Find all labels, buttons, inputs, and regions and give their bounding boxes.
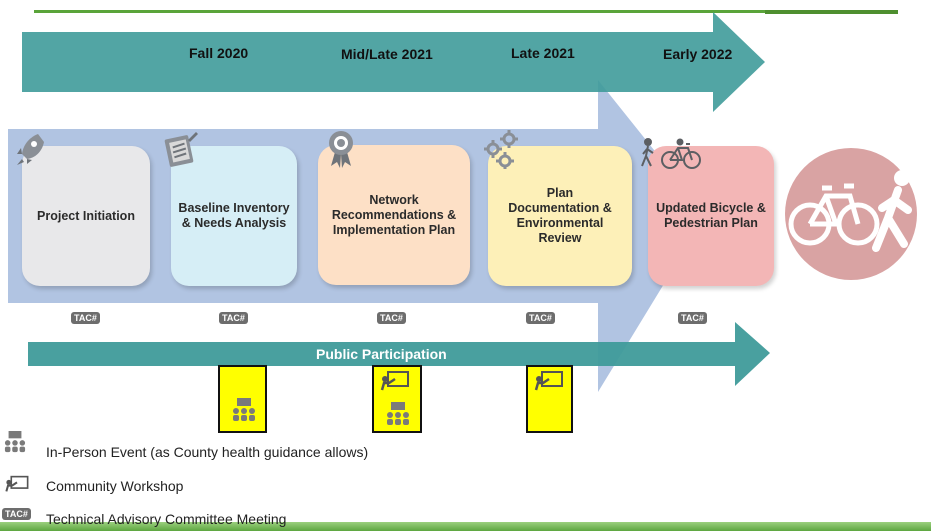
step-baseline-inventory: Baseline Inventory & Needs Analysis bbox=[171, 146, 297, 286]
legend-tac-icon: TAC# bbox=[2, 508, 31, 520]
tac-badge: TAC# bbox=[377, 312, 406, 324]
tac-badge: TAC# bbox=[678, 312, 707, 324]
step-project-initiation: Project Initiation bbox=[22, 146, 150, 286]
tac-meeting-4: TAC# bbox=[526, 312, 555, 324]
tac-badge: TAC# bbox=[2, 508, 31, 520]
public-participation-label: Public Participation bbox=[316, 346, 447, 362]
in-person-event-icon bbox=[386, 401, 410, 427]
top-divider bbox=[34, 10, 898, 13]
step-plan-documentation: Plan Documentation & Environmental Revie… bbox=[488, 146, 632, 286]
tac-meeting-2: TAC# bbox=[219, 312, 248, 324]
event-marker-3 bbox=[526, 365, 573, 433]
legend-tac-label: Technical Advisory Committee Meeting bbox=[46, 511, 287, 527]
bike-walk-circle bbox=[785, 148, 917, 280]
step-updated-plan: Updated Bicycle & Pedestrian Plan bbox=[648, 146, 774, 286]
phase-label-late-2021: Late 2021 bbox=[511, 45, 575, 61]
tac-badge: TAC# bbox=[526, 312, 555, 324]
tac-meeting-1: TAC# bbox=[71, 312, 100, 324]
legend-in-person-icon bbox=[4, 430, 26, 454]
gears-icon bbox=[481, 129, 521, 169]
workshop-icon bbox=[380, 370, 410, 392]
event-marker-1 bbox=[218, 365, 267, 433]
bicycle-pedestrian-icon bbox=[788, 158, 918, 268]
timeline-arrow bbox=[22, 12, 765, 112]
phase-label-early-2022: Early 2022 bbox=[663, 46, 733, 62]
phase-label-fall-2020: Fall 2020 bbox=[189, 45, 249, 61]
phase-label-mid-late-2021: Mid/Late 2021 bbox=[341, 46, 433, 62]
in-person-event-icon bbox=[232, 397, 256, 423]
event-marker-2 bbox=[372, 365, 422, 433]
workshop-icon bbox=[534, 370, 564, 392]
tac-meeting-5: TAC# bbox=[678, 312, 707, 324]
step-label: Updated Bicycle & Pedestrian Plan bbox=[656, 201, 766, 230]
step-label: Plan Documentation & Environmental Revie… bbox=[508, 186, 612, 245]
legend-in-person-label: In-Person Event (as County health guidan… bbox=[46, 444, 369, 460]
walk-bike-icon bbox=[640, 138, 702, 170]
legend-workshop-icon bbox=[4, 475, 30, 493]
rocket-icon bbox=[14, 132, 46, 168]
legend-workshop-label: Community Workshop bbox=[46, 478, 184, 494]
clipboard-icon bbox=[162, 130, 200, 168]
tac-meeting-3: TAC# bbox=[377, 312, 406, 324]
step-label: Baseline Inventory & Needs Analysis bbox=[178, 201, 290, 230]
tac-badge: TAC# bbox=[71, 312, 100, 324]
bottom-bar bbox=[0, 522, 931, 531]
tac-badge: TAC# bbox=[219, 312, 248, 324]
top-divider-accent bbox=[765, 10, 898, 14]
step-label: Project Initiation bbox=[37, 208, 135, 223]
step-network-recommendations: Network Recommendations & Implementation… bbox=[318, 145, 470, 285]
public-participation-arrow bbox=[28, 322, 770, 386]
award-icon bbox=[325, 128, 357, 168]
step-label: Network Recommendations & Implementation… bbox=[331, 192, 457, 237]
